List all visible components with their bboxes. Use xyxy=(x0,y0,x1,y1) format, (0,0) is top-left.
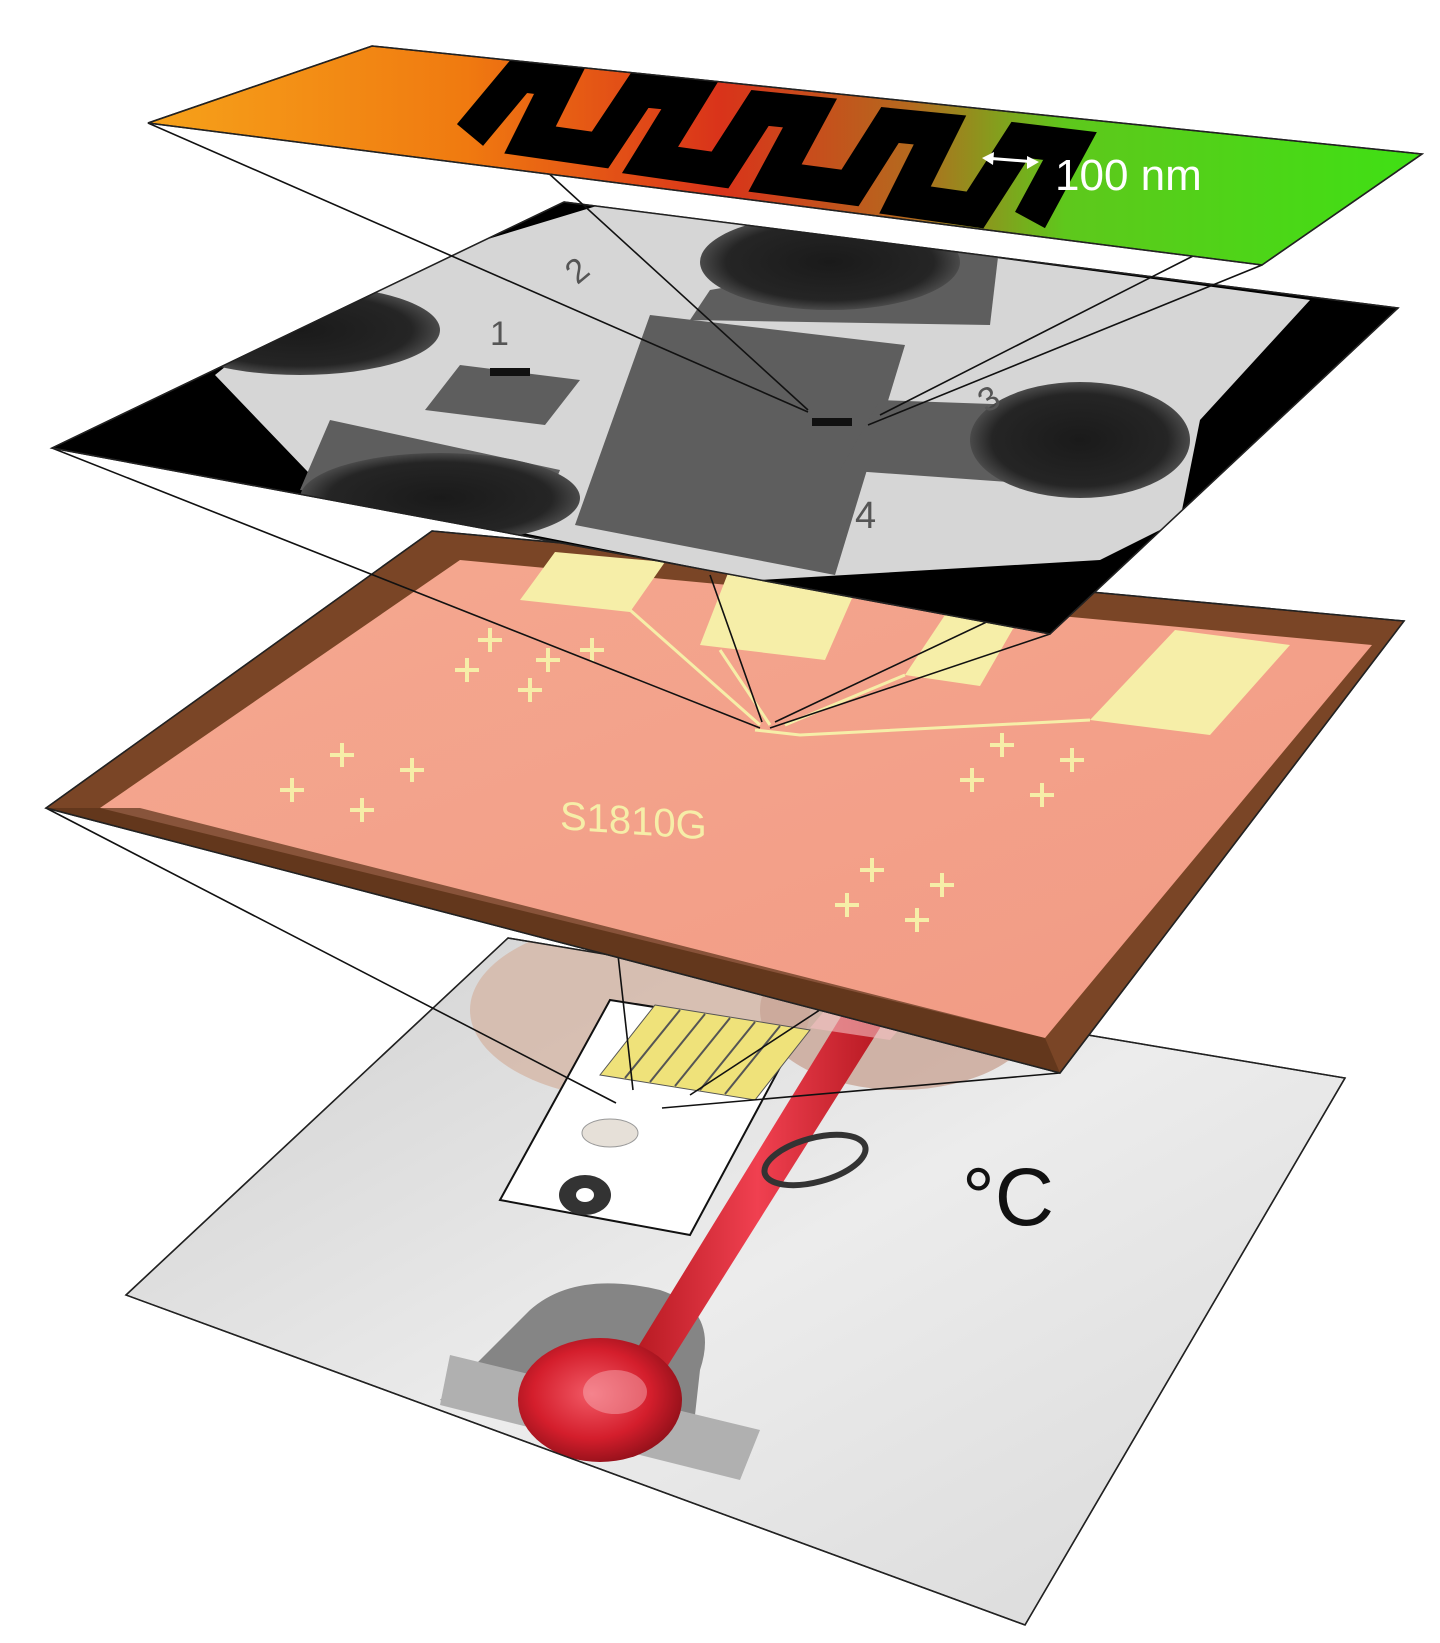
alignment-crosses xyxy=(280,628,1084,932)
optical-chip-layer: S1810G xyxy=(44,530,1406,1074)
nanowire-meander xyxy=(456,56,1097,229)
pad-number-4: 4 xyxy=(855,495,876,537)
clip-ring xyxy=(761,1131,869,1189)
nanowire-mark-center xyxy=(812,418,852,426)
zoom-connectors-1 xyxy=(45,807,1061,1109)
contact-pad-1 xyxy=(160,285,440,375)
chip-surface xyxy=(100,560,1372,1038)
thermometer-photo-layer: °C xyxy=(124,937,1347,1626)
sensor-chip xyxy=(177,1098,286,1148)
sensor-blob xyxy=(581,1118,639,1148)
thermometer-tube xyxy=(630,1010,885,1370)
zoom-connectors-2 xyxy=(51,447,1051,729)
gold-pad-4 xyxy=(1090,630,1290,735)
sem-micrograph-layer: 1 2 3 4 xyxy=(49,201,1400,635)
zoom-connectors-3 xyxy=(147,122,1263,426)
chip-marking: S1810G xyxy=(560,794,707,848)
scale-bar: 100 nm xyxy=(982,151,1202,200)
scale-bar-label: 100 nm xyxy=(1055,151,1202,200)
contact-pad-2 xyxy=(700,214,960,310)
gold-pad-1 xyxy=(520,552,665,612)
thermometer-bulb xyxy=(518,1338,682,1462)
contact-pad-4 xyxy=(300,453,580,543)
pad-number-1: 1 xyxy=(490,315,509,353)
nanowire-mark xyxy=(490,368,530,376)
sem-center-electrode xyxy=(575,315,905,575)
contact-pad-3 xyxy=(970,382,1190,498)
thermal-map-layer: 100 nm xyxy=(147,45,1425,266)
celsius-label: °C xyxy=(962,1152,1054,1243)
sem-arm-1 xyxy=(425,365,580,425)
